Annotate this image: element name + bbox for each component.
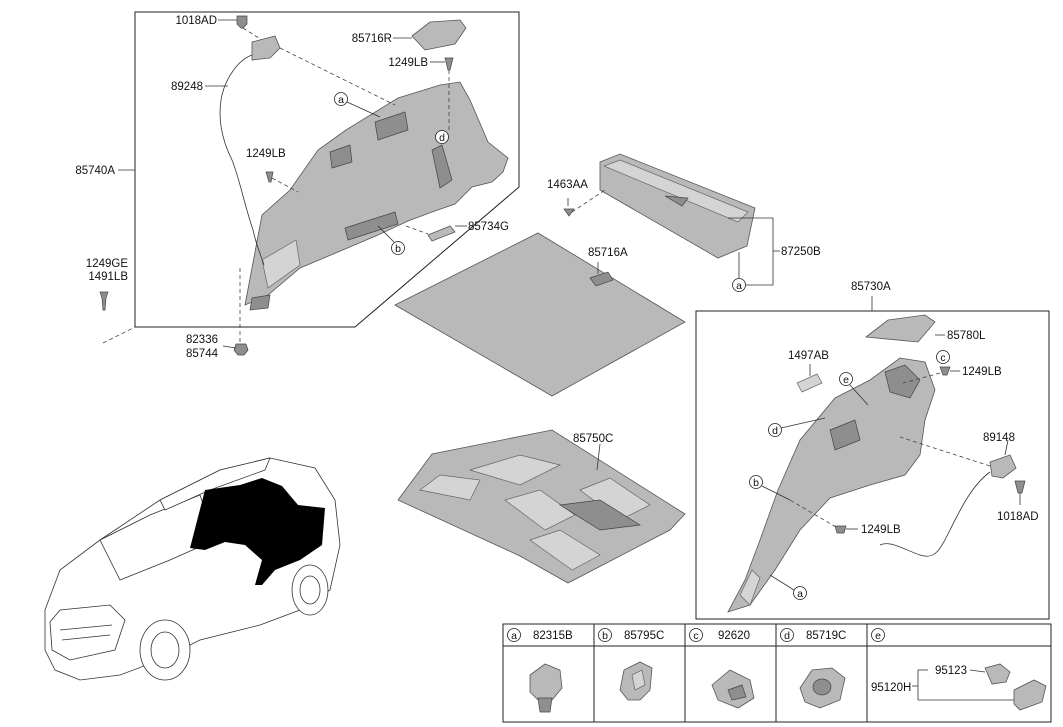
label-1491LB: 1491LB bbox=[88, 271, 128, 283]
legend-cover-95120H bbox=[1013, 679, 1047, 711]
label-85740A: 85740A bbox=[75, 165, 115, 177]
label-85744: 85744 bbox=[186, 348, 219, 360]
right-group-frame bbox=[695, 310, 1050, 620]
label-1249LB-mid: 1249LB bbox=[246, 148, 286, 160]
legend-clip-82315B bbox=[529, 663, 563, 703]
left-group-frame bbox=[134, 11, 520, 328]
callout-b-left: b bbox=[391, 241, 405, 255]
callout-e-right: e bbox=[839, 372, 853, 386]
legend-e-marker: e bbox=[871, 628, 885, 642]
tape-1497AB bbox=[796, 373, 823, 393]
highlight-area bbox=[190, 478, 325, 585]
svg-text:a: a bbox=[338, 94, 344, 106]
legend-plug-95123 bbox=[984, 663, 1011, 685]
callout-d-right: d bbox=[768, 423, 782, 437]
legend-e-sub2: 95120H bbox=[871, 682, 911, 694]
svg-text:b: b bbox=[395, 243, 401, 255]
label-1249LB-right: 1249LB bbox=[962, 366, 1002, 378]
label-1018AD-right: 1018AD bbox=[997, 511, 1039, 523]
clip-82336 bbox=[233, 343, 249, 356]
svg-text:e: e bbox=[843, 374, 849, 386]
label-85716R: 85716R bbox=[352, 33, 392, 45]
label-1249LB-top: 1249LB bbox=[388, 57, 428, 69]
svg-text:d: d bbox=[784, 630, 790, 642]
label-85716A: 85716A bbox=[588, 247, 628, 259]
luggage-board-85716A bbox=[394, 232, 686, 397]
label-89248: 89248 bbox=[171, 81, 203, 93]
connector-89148 bbox=[989, 454, 1017, 479]
label-85730A: 85730A bbox=[851, 281, 891, 293]
clip-1463AA bbox=[563, 208, 575, 217]
legend-a-part: 82315B bbox=[533, 630, 573, 642]
legend-e-sub1: 95123 bbox=[935, 665, 967, 677]
svg-text:c: c bbox=[693, 630, 698, 642]
right-trim-group: c e d b a bbox=[695, 296, 1050, 620]
legend-table: a b c d e 82315B 85795C 92620 85719C 951… bbox=[502, 623, 1052, 723]
svg-text:b: b bbox=[753, 477, 759, 489]
label-89148: 89148 bbox=[983, 432, 1015, 444]
bolt-1018AD-right bbox=[1014, 480, 1026, 494]
svg-text:a: a bbox=[736, 280, 742, 292]
legend-a-marker: a bbox=[507, 628, 521, 642]
callout-d-left: d bbox=[435, 130, 449, 144]
connector-89248 bbox=[251, 35, 281, 61]
legend-b-marker: b bbox=[598, 628, 612, 642]
callout-a-left: a bbox=[334, 92, 348, 106]
trim-85734G bbox=[427, 225, 456, 242]
callout-b-right: b bbox=[749, 475, 763, 489]
right-quarter-trim-panel bbox=[727, 357, 936, 613]
label-1463AA: 1463AA bbox=[547, 179, 588, 191]
cover-85780L bbox=[864, 314, 936, 343]
callout-a-right: a bbox=[793, 586, 807, 600]
label-1249LB-bottom: 1249LB bbox=[861, 524, 901, 536]
cover-85716R bbox=[411, 19, 467, 51]
legend-d-part: 85719C bbox=[806, 630, 846, 642]
legend-c-part: 92620 bbox=[718, 630, 750, 642]
svg-text:d: d bbox=[439, 132, 445, 144]
label-85780L: 85780L bbox=[947, 330, 986, 342]
screw-1249GE bbox=[99, 291, 109, 311]
svg-text:a: a bbox=[797, 588, 803, 600]
legend-d-marker: d bbox=[780, 628, 794, 642]
label-87250B: 87250B bbox=[781, 246, 821, 258]
label-1018AD-top: 1018AD bbox=[175, 15, 217, 27]
left-trim-group: a d b bbox=[102, 11, 520, 348]
label-85750C: 85750C bbox=[573, 433, 613, 445]
legend-b-part: 85795C bbox=[624, 630, 664, 642]
bolt-1018AD-top bbox=[236, 15, 248, 29]
label-85734G: 85734G bbox=[468, 221, 509, 233]
svg-text:a: a bbox=[511, 630, 517, 642]
label-1249GE: 1249GE bbox=[86, 258, 129, 270]
legend-c-marker: c bbox=[689, 628, 703, 642]
label-1497AB: 1497AB bbox=[788, 350, 829, 362]
svg-text:b: b bbox=[602, 630, 608, 642]
callout-c-right: c bbox=[936, 350, 950, 364]
svg-text:d: d bbox=[772, 425, 778, 437]
label-82336: 82336 bbox=[186, 334, 218, 346]
vehicle-location-illustration bbox=[44, 457, 341, 681]
svg-text:e: e bbox=[875, 630, 881, 642]
svg-text:c: c bbox=[940, 352, 945, 364]
callout-a-sill: a bbox=[732, 278, 746, 292]
